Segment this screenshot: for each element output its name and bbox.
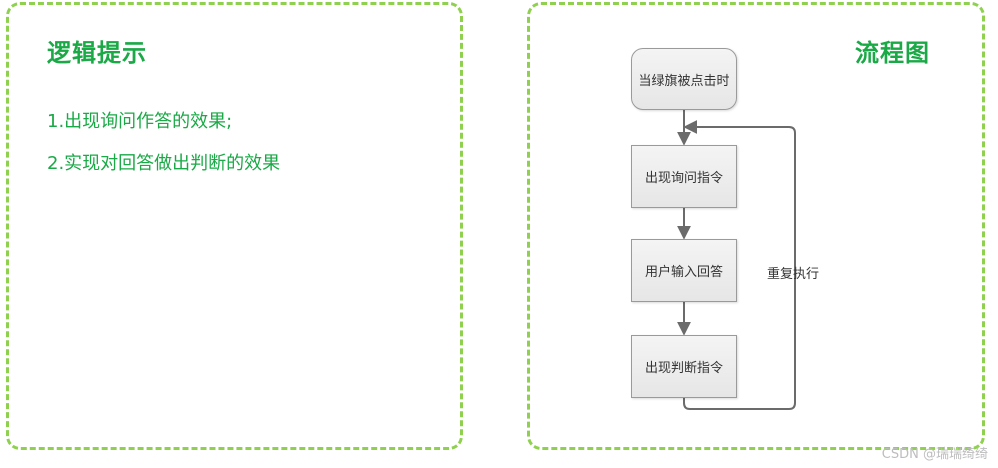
logic-hints-title: 逻辑提示 bbox=[47, 39, 147, 67]
flow-node-judge: 出现判断指令 bbox=[631, 335, 737, 398]
flow-node-start: 当绿旗被点击时 bbox=[631, 48, 737, 110]
flow-node-ask: 出现询问指令 bbox=[631, 145, 737, 208]
flow-node-input: 用户输入回答 bbox=[631, 239, 737, 302]
logic-hints-list: 1.出现询问作答的效果; 2.实现对回答做出判断的效果 bbox=[47, 107, 280, 191]
loop-label: 重复执行 bbox=[767, 267, 820, 282]
flowchart-panel: 流程图 bbox=[527, 2, 985, 450]
loop-connector bbox=[683, 120, 796, 410]
watermark: CSDN @瑞瑞绮绮 bbox=[881, 447, 988, 462]
logic-hints-panel: 逻辑提示 1.出现询问作答的效果; 2.实现对回答做出判断的效果 bbox=[6, 2, 463, 450]
flowchart-title: 流程图 bbox=[855, 39, 930, 67]
logic-hint-item: 1.出现询问作答的效果; bbox=[47, 111, 233, 132]
logic-hint-item: 2.实现对回答做出判断的效果 bbox=[47, 153, 281, 174]
